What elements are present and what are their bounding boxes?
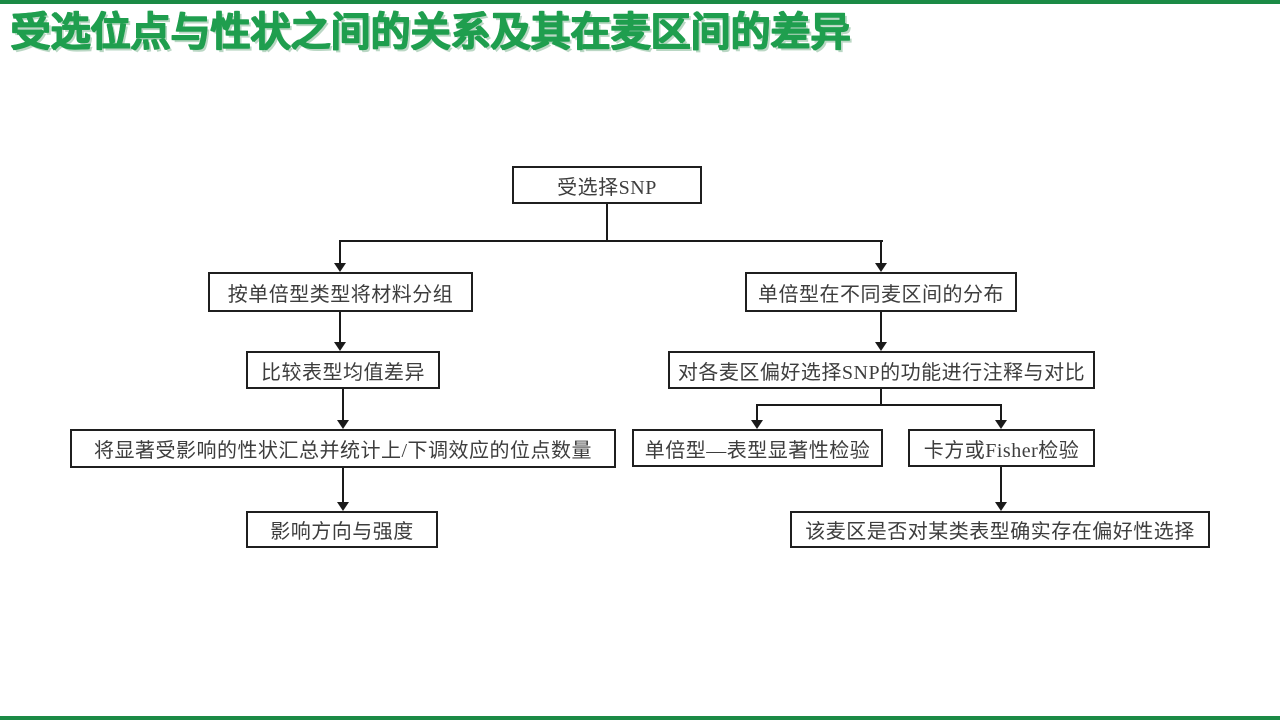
connector-line: [606, 204, 608, 242]
connector-arrowhead: [875, 263, 887, 272]
flow-node-chi-square-or-fisher-test: 卡方或Fisher检验: [908, 429, 1095, 467]
flow-node-region-preference-conclusion: 该麦区是否对某类表型确实存在偏好性选择: [790, 511, 1210, 548]
connector-line: [880, 389, 882, 406]
flow-node-effect-direction-and-strength: 影响方向与强度: [246, 511, 438, 548]
connector-line: [342, 389, 344, 421]
connector-line: [756, 404, 1002, 406]
top-accent-bar: [0, 0, 1280, 4]
connector-line: [880, 240, 882, 264]
connector-arrowhead: [334, 342, 346, 351]
connector-line: [756, 404, 758, 421]
connector-arrowhead: [334, 263, 346, 272]
connector-arrowhead: [337, 420, 349, 429]
connector-arrowhead: [337, 502, 349, 511]
connector-line: [342, 468, 344, 503]
connector-line: [339, 240, 883, 242]
connector-line: [1000, 467, 1002, 503]
bottom-accent-bar: [0, 716, 1280, 720]
connector-line: [1000, 404, 1002, 421]
flow-node-annotate-compare-snp-function: 对各麦区偏好选择SNP的功能进行注释与对比: [668, 351, 1095, 389]
page-title: 受选位点与性状之间的关系及其在麦区间的差异: [10, 10, 850, 54]
flow-node-summarize-affected-traits: 将显著受影响的性状汇总并统计上/下调效应的位点数量: [70, 429, 616, 468]
connector-arrowhead: [751, 420, 763, 429]
connector-line: [339, 312, 341, 343]
connector-arrowhead: [875, 342, 887, 351]
flow-node-haplotype-phenotype-significance-test: 单倍型—表型显著性检验: [632, 429, 883, 467]
flow-node-group-materials-by-haplotype: 按单倍型类型将材料分组: [208, 272, 473, 312]
flow-node-haplotype-distribution-across-regions: 单倍型在不同麦区间的分布: [745, 272, 1017, 312]
flow-node-selected-snp: 受选择SNP: [512, 166, 702, 204]
connector-line: [880, 312, 882, 343]
connector-arrowhead: [995, 420, 1007, 429]
connector-line: [339, 240, 341, 264]
flow-node-compare-phenotype-mean-difference: 比较表型均值差异: [246, 351, 440, 389]
connector-arrowhead: [995, 502, 1007, 511]
